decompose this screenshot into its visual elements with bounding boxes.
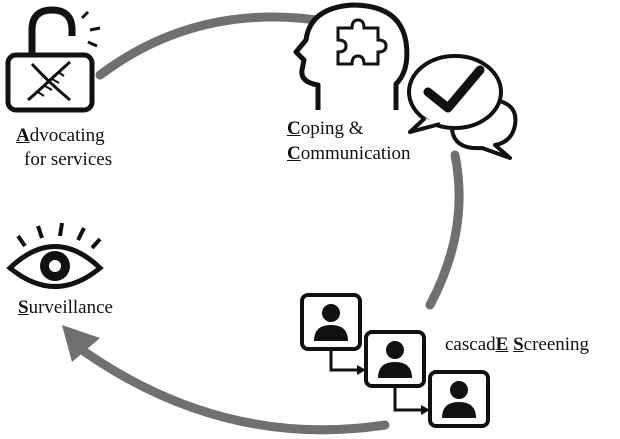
cycle-arc-top [95, 12, 335, 80]
label-cascade-screening: cascadE Screening [445, 334, 589, 356]
communication-initial: C [287, 143, 301, 164]
cycle-arc-bottom [70, 340, 390, 435]
coping-initial: C [287, 118, 301, 139]
advocating-initial: A [16, 125, 30, 146]
label-surveillance: Surveillance [18, 297, 113, 319]
label-advocating-line2: for services [24, 149, 113, 170]
coping-rest: oping & [300, 118, 364, 139]
cycle-arrowhead [62, 325, 100, 362]
label-advocating: Advocating [16, 125, 105, 147]
surveillance-initial: S [18, 297, 29, 318]
advocating-rest: dvocating [29, 125, 105, 146]
surveillance-rest: urveillance [28, 297, 113, 318]
cascade-rest: creening [523, 334, 590, 355]
cascade-e-letter: E [495, 334, 509, 355]
label-communication: Communication [287, 143, 411, 165]
cycle-arc-right [425, 150, 464, 310]
label-coping: Coping & [287, 118, 364, 140]
cascade-prefix: cascad [445, 334, 496, 355]
cascade-s-letter: S [513, 334, 524, 355]
communication-rest: ommunication [300, 143, 411, 164]
